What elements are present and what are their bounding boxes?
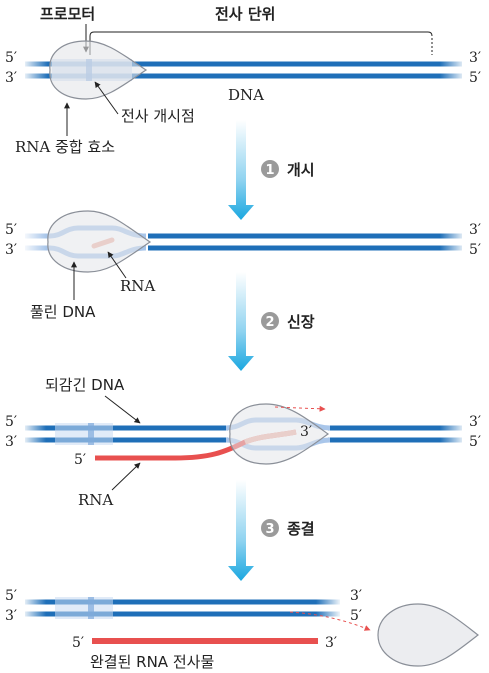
s3-left-top: 5′ <box>5 414 17 430</box>
step-1-number: 1 <box>265 163 274 178</box>
s4-left-top: 5′ <box>5 588 17 604</box>
step-3-number: 3 <box>265 522 274 537</box>
s4-fade-right <box>316 596 342 620</box>
s1-left-top: 5′ <box>5 50 17 66</box>
s3-rna-5: 5′ <box>74 452 86 468</box>
fade-left <box>22 58 48 82</box>
s3-left-bottom: 3′ <box>5 434 17 450</box>
s1-right-top: 3′ <box>469 50 481 66</box>
stage-1: 프로모터 전사 단위 5′ 3′ 3′ 5′ DNA 전사 개시점 RNA 중합… <box>5 5 481 156</box>
promoter-label: 프로모터 <box>40 5 95 23</box>
s4-fade-left <box>22 596 46 620</box>
s2-fade-right <box>440 230 466 254</box>
step-3-badge <box>261 519 279 537</box>
s2-rna-label: RNA <box>120 277 155 295</box>
s4-left-bottom: 3′ <box>5 608 17 624</box>
s3-fade-left <box>22 422 46 446</box>
step-2-badge <box>261 312 279 330</box>
step-1-badge <box>261 160 279 178</box>
step-1-arrow <box>228 120 254 220</box>
s2-left-bottom: 3′ <box>5 242 17 258</box>
s3-promoter-region <box>55 423 113 445</box>
s2-right-top: 3′ <box>469 222 481 238</box>
s3-right-top: 3′ <box>469 414 481 430</box>
rewound-dna-label: 되감긴 DNA <box>45 376 125 394</box>
polymerase-label: RNA 중합 효소 <box>15 138 115 156</box>
s3-fade-right <box>440 422 466 446</box>
s4-rna-5: 5′ <box>72 635 84 651</box>
step-3-arrow <box>228 480 254 581</box>
s3-rna-label: RNA <box>78 491 113 509</box>
step-2-arrow <box>228 272 254 371</box>
step-1-label: 개시 <box>287 161 315 179</box>
start-point-pointer <box>94 81 119 115</box>
s1-right-bottom: 5′ <box>469 70 481 86</box>
stage-2: 5′ 3′ 3′ 5′ RNA 풀린 DNA <box>5 210 481 321</box>
step-2-number: 2 <box>265 315 274 330</box>
s1-left-bottom: 3′ <box>5 70 17 86</box>
s3-start-mark <box>88 423 94 445</box>
stage-4: 5′ 3′ 3′ 5′ 5′ 3′ 완결된 RNA 전사물 <box>5 588 479 671</box>
transcription-unit-label: 전사 단위 <box>215 5 275 23</box>
step-3: 3 종결 <box>228 480 315 581</box>
s3-rna-3: 3′ <box>300 424 312 440</box>
s4-release-arrow <box>289 611 371 631</box>
s4-released-polymerase <box>377 603 479 667</box>
s4-rna-3: 3′ <box>325 635 337 651</box>
s3-rna-pointer <box>111 462 141 491</box>
fade-right <box>440 58 466 82</box>
dna-label: DNA <box>228 86 264 104</box>
s2-left-top: 5′ <box>5 222 17 238</box>
s3-movement-arrow <box>274 405 326 412</box>
s4-start-mark <box>88 597 94 619</box>
stage-3: 되감긴 DNA 3′ 5′ 5′ 3′ 3′ 5′ RNA <box>5 376 481 509</box>
s4-promoter-region <box>55 597 113 619</box>
step-2: 2 신장 <box>228 272 315 371</box>
s2-polymerase <box>47 210 152 273</box>
start-point-label: 전사 개시점 <box>121 107 195 125</box>
s3-right-bottom: 5′ <box>469 434 481 450</box>
s2-fade-left <box>22 230 46 254</box>
s4-right-top: 3′ <box>350 588 362 604</box>
step-3-label: 종결 <box>287 520 315 538</box>
s3-polymerase <box>229 403 330 465</box>
rna-polymerase <box>49 40 148 100</box>
s2-rna-pointer <box>107 251 127 279</box>
rewound-pointer <box>104 395 141 424</box>
step-1: 1 개시 <box>228 120 315 220</box>
transcription-unit-bracket <box>89 31 433 55</box>
completed-transcript-label: 완결된 RNA 전사물 <box>90 653 214 671</box>
s2-right-bottom: 5′ <box>469 242 481 258</box>
step-2-label: 신장 <box>287 313 315 331</box>
unwound-dna-label: 풀린 DNA <box>30 303 96 321</box>
s4-right-bottom: 5′ <box>350 608 362 624</box>
